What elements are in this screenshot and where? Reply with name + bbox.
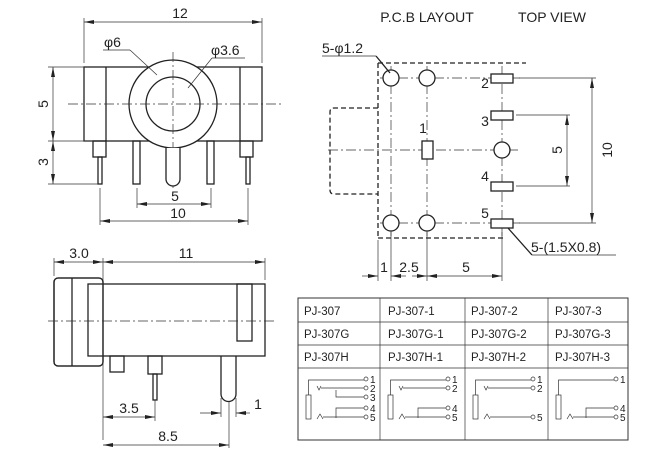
schematic-pin-label: 5 <box>620 413 626 424</box>
side-view: 3.0 11 3.5 8.5 1 <box>48 245 274 448</box>
pin-label-4: 4 <box>481 168 489 184</box>
edge-offset-dim-label: 1 <box>380 259 388 275</box>
model-cell: PJ-307-1 <box>388 306 435 318</box>
body-length-dim-label: 11 <box>179 245 194 261</box>
schematic-pin-label: 2 <box>537 384 543 395</box>
pad-offset-dim-label: 5 <box>462 259 470 275</box>
pin-offset-2-dim-label: 8.5 <box>158 428 178 444</box>
model-cell: PJ-307G <box>304 329 349 341</box>
schematic-pin-label: 5 <box>537 413 543 424</box>
wiring-schematic: 12 45 <box>387 375 458 424</box>
pin-label-2: 2 <box>481 75 489 91</box>
schematic-pin-label: 1 <box>537 375 543 386</box>
schematic-pin-label: 2 <box>452 384 458 395</box>
pcb-layout-view: P.C.B LAYOUT TOP VIEW 1 2 3 4 5 <box>322 9 616 281</box>
height-dim-label: 5 <box>35 100 51 108</box>
model-cell: PJ-307H-3 <box>555 352 610 364</box>
model-cell: PJ-307G-2 <box>471 329 527 341</box>
model-cell: PJ-307H <box>304 352 349 364</box>
schematic-pin-label: 4 <box>370 404 376 415</box>
wiring-schematic: 1 45 <box>555 375 626 424</box>
pad-spec-label: 5-(1.5X0.8) <box>531 239 601 255</box>
model-cell: PJ-307G-1 <box>388 329 444 341</box>
model-cell: PJ-307 <box>304 306 340 318</box>
schematic-pin-label: 5 <box>452 413 458 424</box>
schematic-pin-label: 5 <box>370 413 376 424</box>
front-view: 12 φ6 φ3.6 5 3 5 10 <box>35 5 282 225</box>
schematic-pin-label: 1 <box>620 375 626 386</box>
outer-pin-spacing-label: 10 <box>170 205 186 221</box>
side-body <box>87 283 266 357</box>
outer-diameter-label: φ6 <box>104 34 121 50</box>
pin-label-3: 3 <box>481 113 489 129</box>
schematic-pin-label: 4 <box>452 404 458 415</box>
jack-head <box>53 277 104 367</box>
model-table: PJ-307 PJ-307-1 PJ-307-2 PJ-307-3PJ-307G PJ-… <box>297 297 629 441</box>
hole-pitch-dim-label: 2.5 <box>399 259 419 275</box>
model-cell: PJ-307H-2 <box>471 352 526 364</box>
model-cell: PJ-307-2 <box>471 306 518 318</box>
wiring-schematic: 12 5 <box>472 375 543 424</box>
pad-span-dim-label: 10 <box>599 142 615 158</box>
pad-pitch-dim-label: 5 <box>549 146 565 154</box>
inner-pin-spacing-label: 5 <box>171 188 179 204</box>
pin-label-1: 1 <box>419 120 427 136</box>
pin-length-dim-label: 3 <box>35 158 51 166</box>
inner-diameter-label: φ3.6 <box>211 42 240 58</box>
pcb-layout-title: P.C.B LAYOUT <box>380 9 474 25</box>
model-cell: PJ-307-3 <box>555 306 602 318</box>
schematic-pin-label: 1 <box>452 375 458 386</box>
schematic-pin-label: 4 <box>620 404 626 415</box>
width-dim-label: 12 <box>172 5 188 21</box>
pin-label-5: 5 <box>481 205 489 221</box>
hole-spec-label: 5-φ1.2 <box>322 40 363 56</box>
pin-offset-1-dim-label: 3.5 <box>119 400 139 416</box>
model-cell: PJ-307H-1 <box>388 352 443 364</box>
head-length-dim-label: 3.0 <box>69 245 89 261</box>
pin-width-dim-label: 1 <box>254 396 262 412</box>
schematic-pin-label: 3 <box>370 393 376 404</box>
schematic-pin-label: 1 <box>370 375 376 386</box>
top-view-title: TOP VIEW <box>518 9 587 25</box>
model-cell: PJ-307G-3 <box>555 329 611 341</box>
schematic-pin-label: 2 <box>370 384 376 395</box>
